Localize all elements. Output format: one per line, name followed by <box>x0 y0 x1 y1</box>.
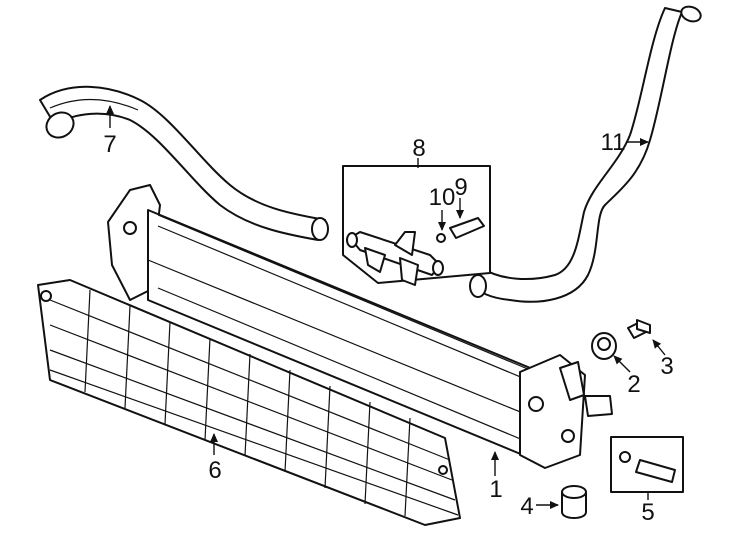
sensor-9 <box>449 217 485 239</box>
bolt-3 <box>627 319 651 339</box>
callout-10: 10 <box>429 184 456 211</box>
callout-5: 5 <box>641 499 654 526</box>
callout-8: 8 <box>412 135 425 162</box>
fitting-detail-box-8 <box>342 165 491 286</box>
callout-4: 4 <box>520 493 533 520</box>
mount-cushion-4 <box>561 485 587 519</box>
grommet-2 <box>591 332 617 360</box>
callout-7: 7 <box>103 131 116 158</box>
callout-1: 1 <box>489 476 502 503</box>
o-ring-10 <box>436 233 446 243</box>
grille-6 <box>37 279 461 526</box>
sensor-detail-box-5 <box>610 436 684 493</box>
radiator-1 <box>107 184 613 469</box>
callout-2: 2 <box>627 371 640 398</box>
callout-11: 11 <box>601 129 626 156</box>
callout-9: 9 <box>454 174 467 201</box>
callout-3: 3 <box>660 353 673 380</box>
upper-hose-7 <box>39 85 329 241</box>
callout-6: 6 <box>208 457 221 484</box>
leader-lines <box>106 105 666 509</box>
lower-hose-11 <box>469 5 702 303</box>
